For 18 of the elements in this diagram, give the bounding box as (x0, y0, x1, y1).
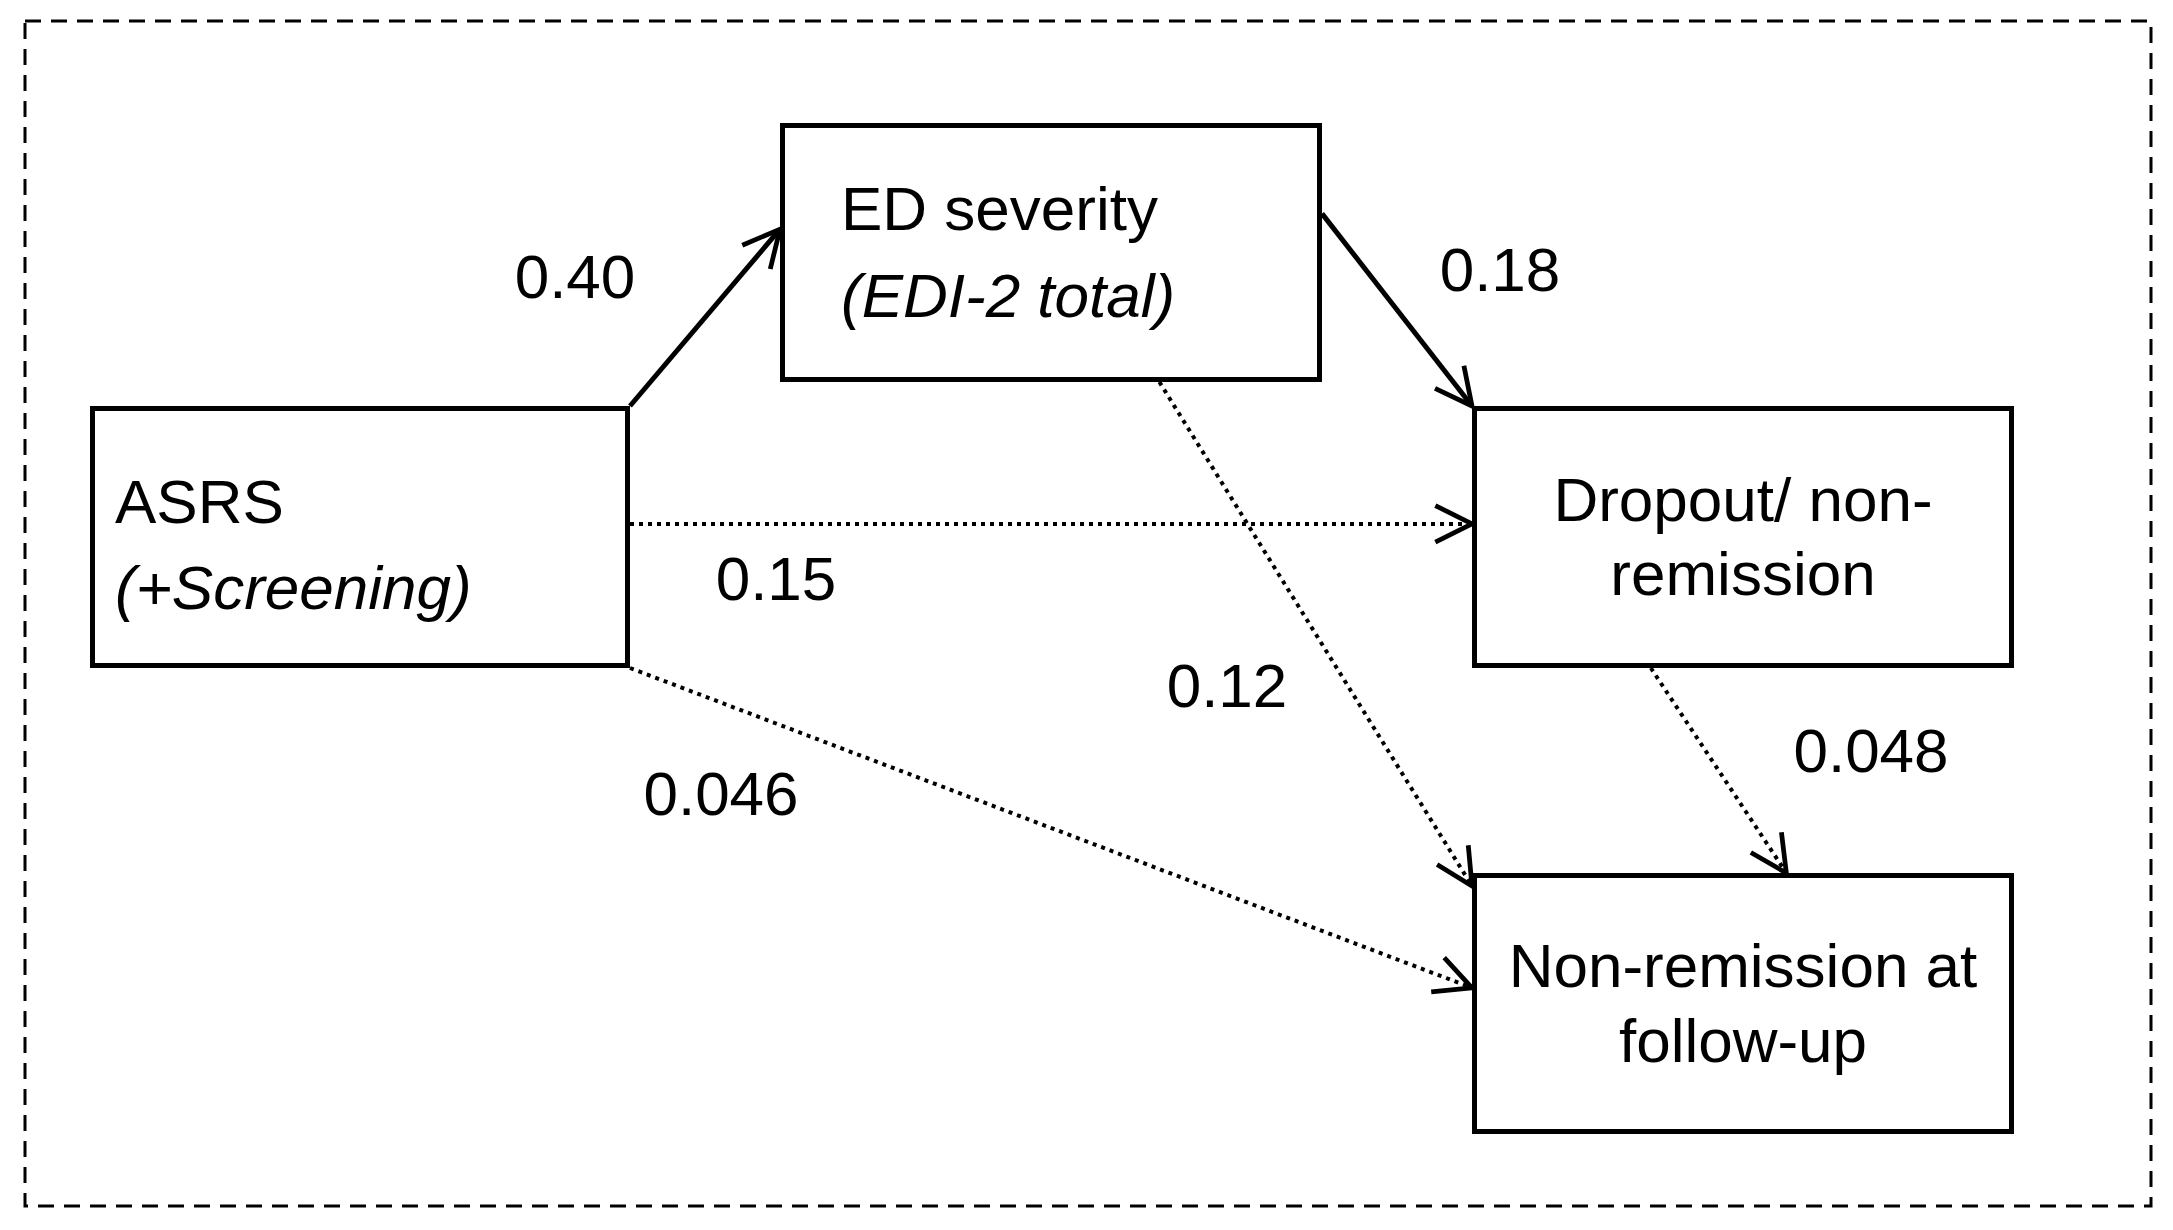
edge-label: 0.40 (514, 246, 636, 308)
arrow (1320, 212, 1475, 409)
variable-box (90, 406, 630, 668)
edge-label: 0.18 (1439, 239, 1561, 301)
variable-box (780, 123, 1322, 382)
edge-label: 0.12 (1166, 655, 1288, 717)
box-title: ED severity (841, 173, 1158, 246)
edge-label: 0.15 (715, 548, 837, 610)
box-title: Non-remission at follow-up (1507, 930, 1979, 1077)
edge-label: 0.048 (1793, 720, 1949, 782)
arrow (1157, 380, 1475, 889)
box-subtitle: (EDI-2 total) (841, 259, 1176, 332)
variable-box (1472, 406, 2014, 668)
variable-box (1472, 873, 2014, 1134)
edge-label: 0.046 (643, 763, 799, 825)
box-title: Dropout/ non-remission (1552, 463, 1934, 610)
box-title: ASRS (115, 465, 284, 538)
box-subtitle: (+Screening) (115, 552, 472, 624)
